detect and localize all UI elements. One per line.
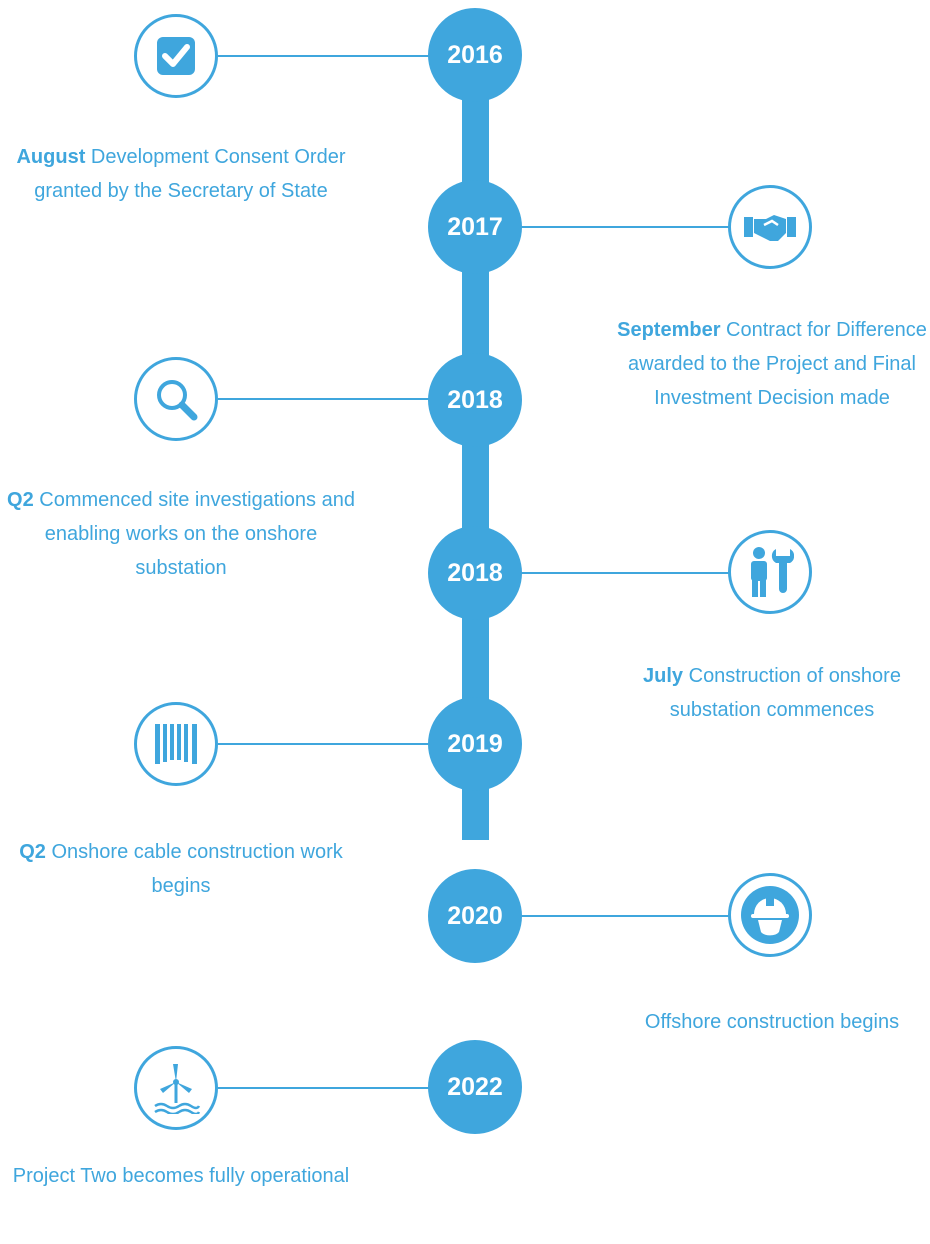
caption-text: Onshore cable construction work begins (45, 841, 343, 897)
caption-lead: Q2 (7, 489, 34, 511)
caption-text: Contract for Difference awarded to the P… (628, 319, 927, 409)
connector-line (218, 1087, 468, 1089)
milestone-caption: September Contract for Difference awarde… (612, 313, 930, 415)
worker-wrench-icon (751, 547, 794, 597)
caption-text: Construction of onshore substation comme… (669, 665, 901, 721)
magnifier-icon (157, 380, 198, 421)
caption-text: Development Consent Order granted by the… (34, 146, 346, 202)
caption-text: Commenced site investigations and enabli… (33, 489, 355, 579)
milestone-caption: Q2 Onshore cable construction work begin… (0, 835, 362, 903)
milestone-icon-2017 (728, 185, 812, 269)
cable-drum-icon (155, 724, 197, 764)
year-circle: 2019 (428, 697, 522, 791)
connector-line (218, 398, 468, 400)
milestone-caption: Q2 Commenced site investigations and ena… (0, 483, 362, 585)
milestone-icon-2022 (134, 1046, 218, 1130)
year-circle: 2016 (428, 8, 522, 102)
handshake-icon (744, 215, 796, 241)
connector-line (480, 572, 730, 574)
milestone-caption: Offshore construction begins (612, 1005, 930, 1039)
connector-line (480, 226, 730, 228)
caption-lead: July (643, 665, 684, 687)
milestone-caption: August Development Consent Order granted… (0, 140, 362, 208)
wind-turbine-icon (154, 1064, 201, 1114)
caption-lead: September (617, 319, 721, 341)
connector-line (218, 55, 468, 57)
hard-hat-icon (741, 886, 799, 944)
checkbox-icon (157, 37, 195, 75)
connector-line (480, 915, 730, 917)
caption-lead: Q2 (19, 841, 46, 863)
milestone-icon-2018b (728, 530, 812, 614)
year-circle: 2022 (428, 1040, 522, 1134)
caption-text: Offshore construction begins (644, 1011, 900, 1033)
connector-line (218, 743, 468, 745)
caption-text: Project Two becomes fully operational (12, 1165, 350, 1187)
milestone-icon-2016 (134, 14, 218, 98)
year-circle: 2017 (428, 180, 522, 274)
year-circle: 2020 (428, 869, 522, 963)
caption-lead: August (16, 146, 86, 168)
milestone-icon-2018 (134, 357, 218, 441)
milestone-caption: July Construction of onshore substation … (612, 659, 930, 727)
year-circle: 2018 (428, 353, 522, 447)
milestone-icon-2020 (728, 873, 812, 957)
milestone-icon-2019 (134, 702, 218, 786)
year-circle: 2018 (428, 526, 522, 620)
milestone-caption: Project Two becomes fully operational (0, 1159, 362, 1193)
